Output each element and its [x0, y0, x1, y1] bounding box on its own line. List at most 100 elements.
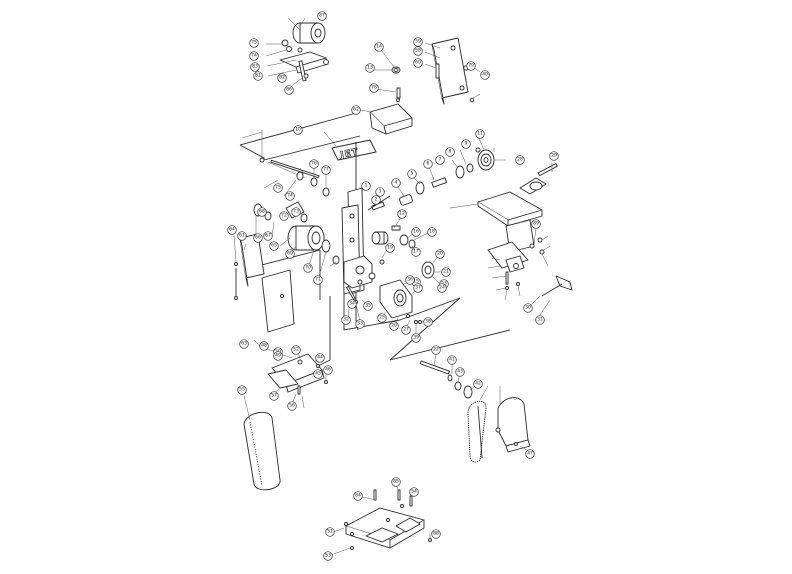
callout-circle [285, 191, 295, 201]
callout-balloon-19: 19 [385, 243, 395, 253]
callout-circle [423, 159, 433, 169]
callout-circle [351, 105, 361, 115]
callout-number: 33 [357, 321, 363, 327]
callout-balloon-48: 48 [259, 341, 269, 351]
callout-circle [269, 241, 279, 251]
callout-number: 69 [287, 251, 293, 257]
callout-circle [445, 147, 455, 157]
callout-circle [287, 401, 297, 411]
callout-balloon-89: 89 [531, 219, 541, 229]
callout-balloon-70: 70 [303, 263, 313, 273]
callout-circle [475, 129, 485, 139]
base-plate [327, 483, 432, 557]
callout-balloon-47: 47 [525, 449, 535, 459]
callout-balloon-6: 6 [423, 159, 433, 169]
callout-circle [291, 207, 301, 217]
callout-number: 72 [281, 213, 287, 219]
top-roller-assembly [265, 17, 329, 89]
callout-circle [259, 341, 269, 351]
callout-number: 74 [251, 53, 257, 59]
callout-circle [250, 62, 260, 72]
callout-number: 47 [527, 451, 533, 457]
spindle-parts [371, 215, 431, 265]
callout-circle [413, 283, 423, 293]
callout-circle [455, 367, 465, 377]
callout-balloon-67: 67 [263, 231, 273, 241]
callout-number: 11 [477, 131, 483, 137]
callout-balloon-75: 75 [273, 183, 283, 193]
callout-number: 78 [371, 85, 377, 91]
callout-balloon-2: 2 [371, 195, 381, 205]
callout-circle [401, 325, 411, 335]
callout-circle [409, 487, 419, 497]
callout-number: 61 [239, 233, 245, 239]
lower-shaft [419, 353, 479, 399]
callout-balloon-86: 86 [284, 85, 294, 95]
callout-balloon-66: 66 [253, 233, 263, 243]
callout-number: 16 [413, 229, 419, 235]
callout-balloon-25: 25 [377, 313, 387, 323]
callout-balloon-36: 36 [405, 275, 415, 285]
callout-balloon-18: 18 [427, 227, 437, 237]
callout-number: 43 [457, 369, 463, 375]
callout-balloon-24: 24 [437, 283, 447, 293]
callout-number: 3 [379, 189, 382, 195]
callout-circle [365, 63, 375, 73]
callout-number: 77 [323, 167, 329, 173]
misc-leaders [241, 17, 301, 163]
callout-number: 26 [391, 323, 397, 329]
motor-block [368, 272, 429, 329]
callout-number: 18 [429, 229, 435, 235]
callout-circle [313, 275, 323, 285]
tilt-handle [519, 162, 558, 195]
callout-number: 7 [439, 157, 442, 163]
callout-balloon-14: 14 [374, 42, 384, 52]
callout-number: 81 [255, 73, 261, 79]
callout-number: 28 [517, 157, 523, 163]
callout-number: 71 [315, 277, 321, 283]
callout-circle [249, 38, 259, 48]
callout-balloon-58: 58 [413, 46, 423, 56]
callout-number: 73 [293, 209, 299, 215]
callout-balloon-20: 20 [435, 249, 445, 259]
callout-number: 5 [411, 171, 414, 177]
callout-balloon-77: 77 [321, 165, 331, 175]
callout-balloon-10: 10 [293, 125, 303, 135]
callout-balloon-75: 75 [249, 38, 259, 48]
callout-balloon-73: 73 [291, 207, 301, 217]
callout-number: 19 [387, 245, 393, 251]
callout-circle [323, 551, 333, 561]
callout-circle [423, 317, 433, 327]
callout-balloon-64: 64 [227, 225, 237, 235]
jet-nameplate: JET [323, 131, 377, 161]
callout-circle [303, 263, 313, 273]
callout-number: 79 [468, 63, 474, 69]
callout-balloon-13: 13 [365, 63, 375, 73]
drive-drum-assembly [253, 159, 340, 281]
callout-number: 68 [259, 209, 265, 215]
callout-circle [480, 70, 490, 80]
callout-balloon-21: 21 [441, 267, 451, 277]
callout-circle [391, 477, 401, 487]
gear-assembly [421, 253, 446, 287]
callout-circle [413, 37, 423, 47]
callout-balloon-43: 43 [455, 367, 465, 377]
callout-balloon-3: 3 [375, 187, 385, 197]
callout-balloon-11: 11 [475, 129, 485, 139]
callout-circle [405, 275, 415, 285]
pulley-assembly [451, 135, 506, 179]
callout-balloon-29: 29 [549, 151, 559, 161]
callout-number: 59 [415, 39, 421, 45]
callout-balloon-74: 74 [249, 51, 259, 61]
callout-balloon-34: 34 [347, 299, 357, 309]
callout-circle [355, 319, 365, 329]
callout-circle [461, 139, 471, 149]
callout-number: 27 [403, 327, 409, 333]
callout-circle [389, 321, 399, 331]
callout-number: 74 [287, 193, 293, 199]
callout-number: 21 [443, 269, 449, 275]
callout-balloon-65: 65 [269, 241, 279, 251]
